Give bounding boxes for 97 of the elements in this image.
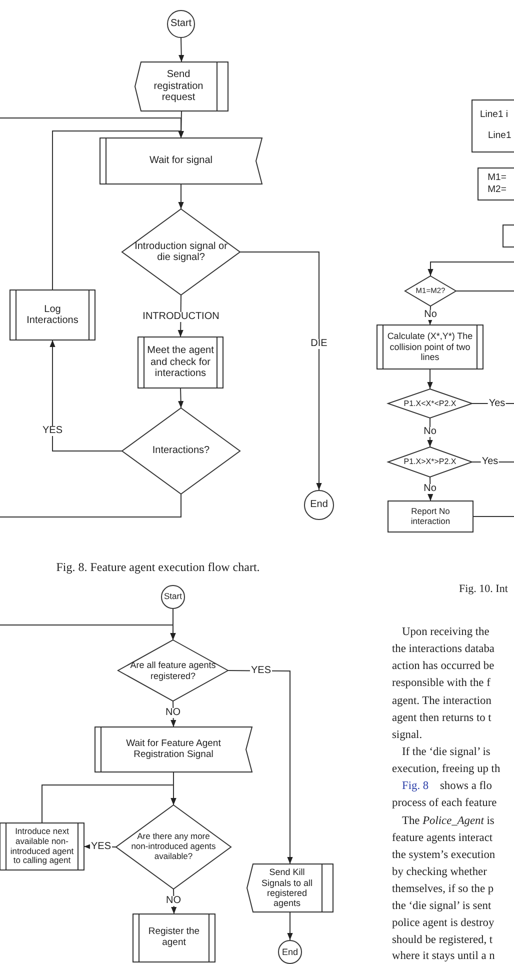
subprocess-box	[0, 823, 84, 870]
delay-box	[95, 727, 252, 772]
decision-diamond	[388, 389, 472, 418]
terminal-circle	[161, 585, 185, 609]
arrow	[287, 912, 293, 940]
node-label: Send registration request	[152, 69, 204, 104]
figure-link: Fig. 8	[402, 781, 429, 792]
node-label: End	[310, 499, 328, 511]
node-label: Are all feature agents registered?	[129, 660, 217, 681]
delay-box	[100, 138, 262, 184]
process-box	[478, 168, 514, 200]
terminal-circle	[304, 490, 334, 520]
edge-label: INTRODUCTION	[142, 312, 220, 322]
body-text: where it stays until a n	[392, 951, 495, 962]
node-label: P1.X>X*>P2.X	[404, 457, 456, 467]
node-label: Wait for Feature Agent Registration Signal	[125, 738, 222, 760]
node-label: Register the agent	[147, 927, 201, 949]
arrow	[178, 38, 184, 62]
body-text: the interactions databa	[392, 644, 494, 656]
terminal-circle	[278, 940, 302, 964]
edge-label: Yes	[480, 457, 500, 467]
process-box	[388, 501, 473, 532]
arrow	[0, 118, 184, 138]
body-text: action has occurred be	[392, 661, 494, 672]
decision-diamond	[116, 805, 231, 889]
edge-label: DIE	[310, 339, 328, 349]
body-text: The Police_Agent is	[402, 816, 494, 828]
decision-diamond	[388, 447, 472, 477]
node-label: Are there any more non-introduced agents available?	[130, 832, 217, 862]
display-box	[247, 864, 333, 912]
body-text: process of each feature	[392, 798, 497, 810]
node-label: Meet the agent and check for interactions	[146, 345, 215, 380]
node-label: Line1	[488, 131, 512, 142]
arrow	[50, 340, 122, 452]
decision-diamond	[118, 640, 228, 701]
node-label: Log Interactions	[26, 304, 80, 326]
arrow	[428, 262, 514, 276]
arrow	[427, 368, 433, 390]
arrow	[0, 624, 176, 640]
body-text: by checking whether	[392, 867, 487, 878]
connector-line	[456, 290, 514, 292]
node-label: Report No interaction	[410, 506, 452, 526]
decision-diamond	[122, 209, 240, 295]
node-label: Start	[164, 592, 182, 602]
process-box	[472, 100, 514, 152]
body-text: If the ‘die signal’ is	[402, 747, 490, 758]
body-text: police agent is destroy	[392, 918, 494, 930]
edge-label: Yes	[488, 398, 506, 408]
edge-label: No	[422, 484, 438, 494]
body-text: responsible with the f	[392, 678, 490, 690]
figure-caption: Fig. 8. Feature agent execution flow chart.	[55, 560, 261, 575]
body-text: agent. The interaction	[392, 696, 492, 708]
body-text: shows a flo	[440, 781, 492, 792]
node-label: End	[282, 946, 298, 958]
display-box	[135, 62, 228, 111]
body-text: should be registered, t	[392, 935, 493, 946]
arrow	[178, 184, 184, 210]
body-text: themselves, if so the p	[392, 884, 494, 896]
arrow	[240, 252, 322, 490]
body-text: agent then returns to t	[392, 713, 492, 724]
decision-diamond	[122, 408, 240, 494]
body-text: signal.	[392, 730, 422, 742]
node-label: Start	[170, 18, 192, 30]
node-label: P1.X<X*<P2.X	[404, 398, 456, 408]
body-text: Upon receiving the	[402, 627, 490, 638]
node-label: Send Kill Signals to all registered agents	[260, 867, 314, 909]
node-label: Introduction signal or die signal?	[134, 240, 228, 264]
edge-label: YES	[90, 842, 112, 852]
node-label: Line1 i	[480, 110, 508, 121]
node-label: Interactions?	[152, 445, 210, 457]
connector-line	[472, 516, 514, 517]
subprocess-box	[138, 337, 223, 388]
process-box	[503, 225, 514, 247]
edge-label: NO	[164, 708, 182, 718]
decision-diamond	[405, 276, 456, 306]
body-text: the system’s execution	[392, 850, 496, 862]
subprocess-box	[377, 325, 483, 369]
arrow	[42, 784, 176, 824]
arrow	[178, 388, 184, 408]
node-label: M1= M2=	[486, 172, 508, 196]
subprocess-box	[133, 914, 215, 962]
edge-label: YES	[42, 426, 64, 436]
figure-caption: Fig. 10. Int	[459, 584, 508, 595]
connector-line	[0, 494, 182, 518]
edge-label: NO	[165, 896, 182, 906]
body-text: feature agents interact	[392, 833, 493, 844]
subprocess-box	[10, 290, 95, 340]
node-label: Wait for signal	[150, 155, 212, 167]
edge-label: No	[422, 427, 438, 437]
edge-label: YES	[250, 666, 272, 676]
node-label: Calculate (X*,Y*) The collision point of two lines	[386, 331, 474, 363]
edge-label: No	[423, 310, 438, 320]
terminal-circle	[167, 10, 195, 38]
body-text: execution, freeing up th	[392, 764, 500, 776]
node-label: Introduce next available non-introduced agent to calling agent	[9, 826, 75, 866]
arrow	[228, 670, 293, 864]
body-text: the ‘die signal’ is sent	[392, 901, 492, 912]
